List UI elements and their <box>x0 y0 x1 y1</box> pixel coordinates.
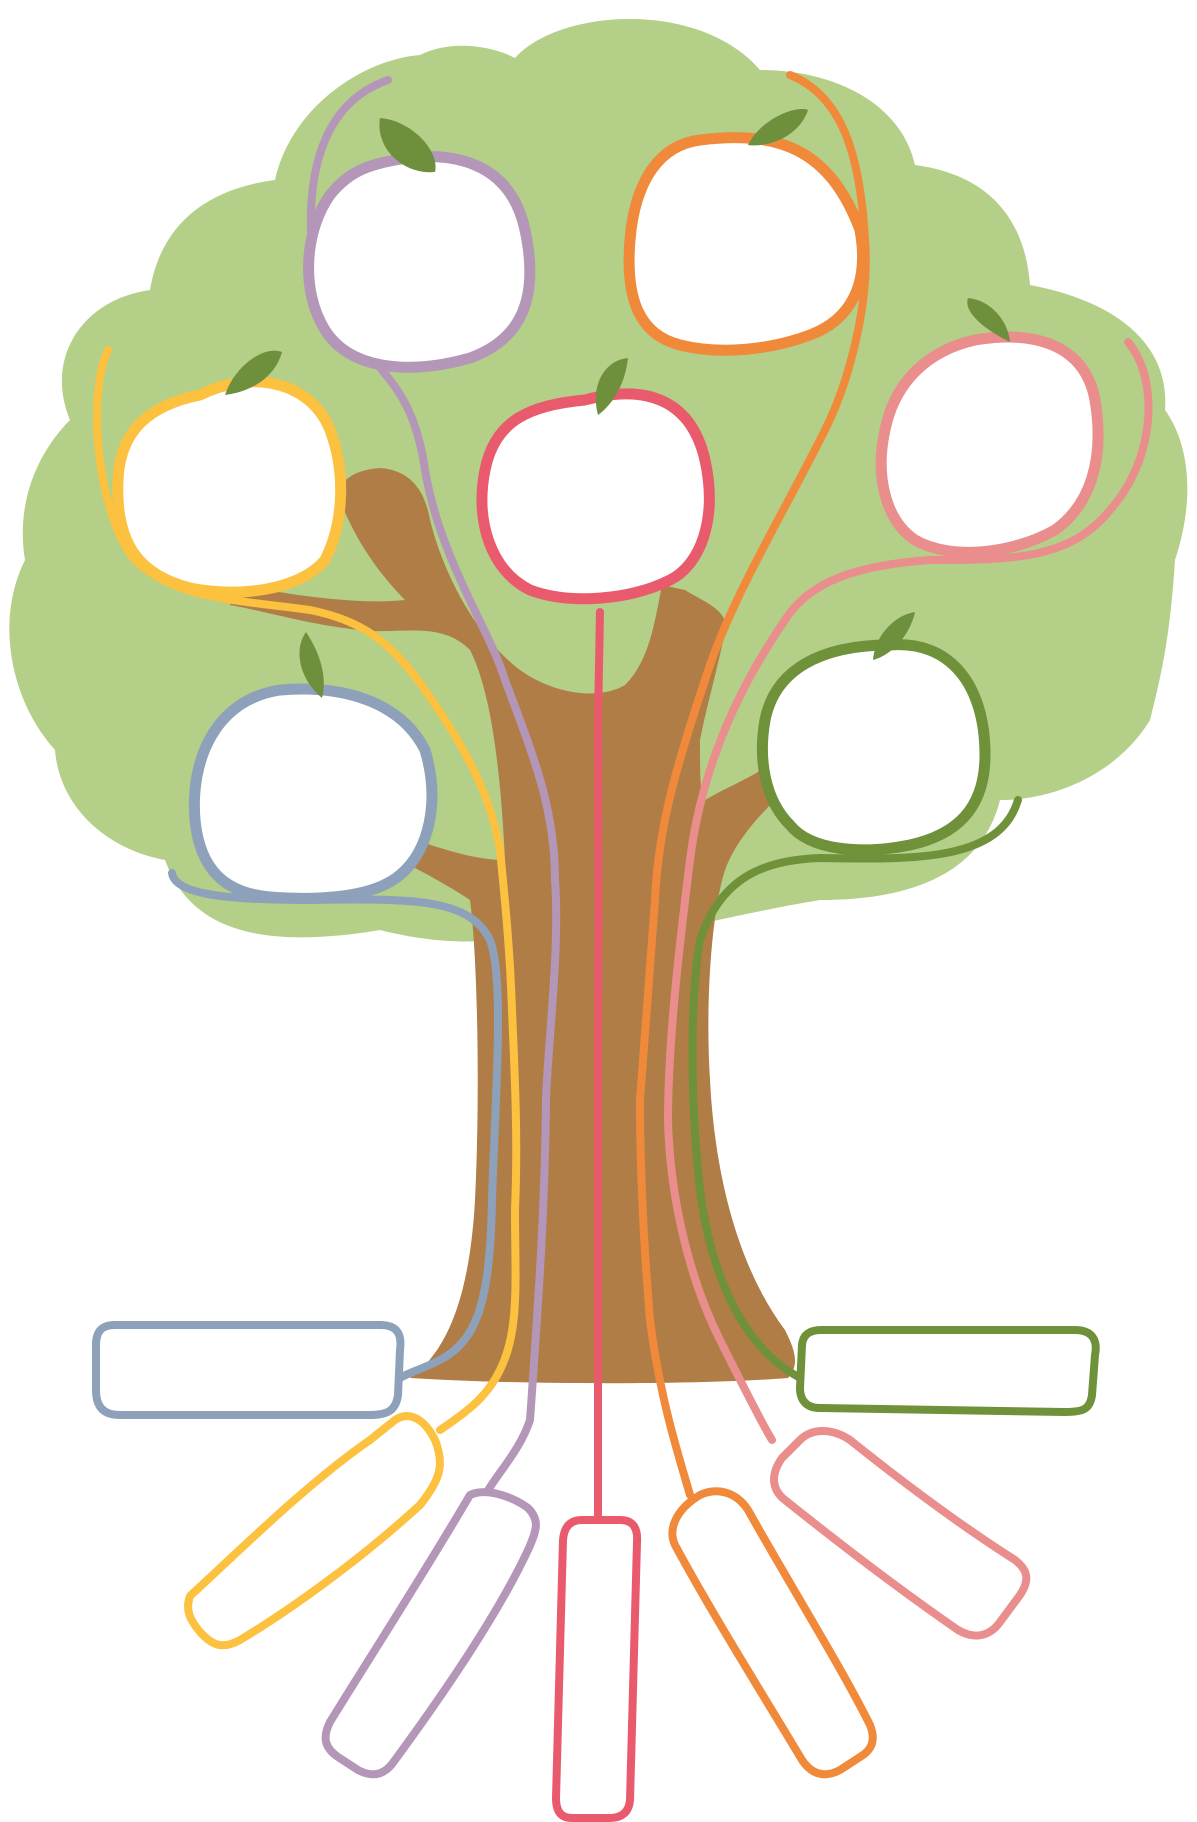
apple-icon <box>762 645 985 850</box>
name-box-blue[interactable] <box>96 1325 400 1415</box>
connector-red <box>598 612 600 1520</box>
apple-icon <box>629 138 862 351</box>
name-box-green[interactable] <box>800 1330 1096 1412</box>
apple-icon <box>194 689 432 898</box>
name-box-frame <box>96 1325 400 1415</box>
connector-blue <box>172 873 498 1378</box>
name-box-red[interactable] <box>556 1520 637 1818</box>
name-box-frame <box>556 1520 637 1818</box>
apple-icon <box>482 394 709 599</box>
apple-icon <box>309 157 530 367</box>
name-box-frame <box>774 1431 1026 1636</box>
apple-icon <box>118 382 341 592</box>
name-box-pink[interactable] <box>774 1431 1026 1636</box>
name-box-frame <box>800 1330 1096 1412</box>
apple-icon <box>881 337 1098 552</box>
